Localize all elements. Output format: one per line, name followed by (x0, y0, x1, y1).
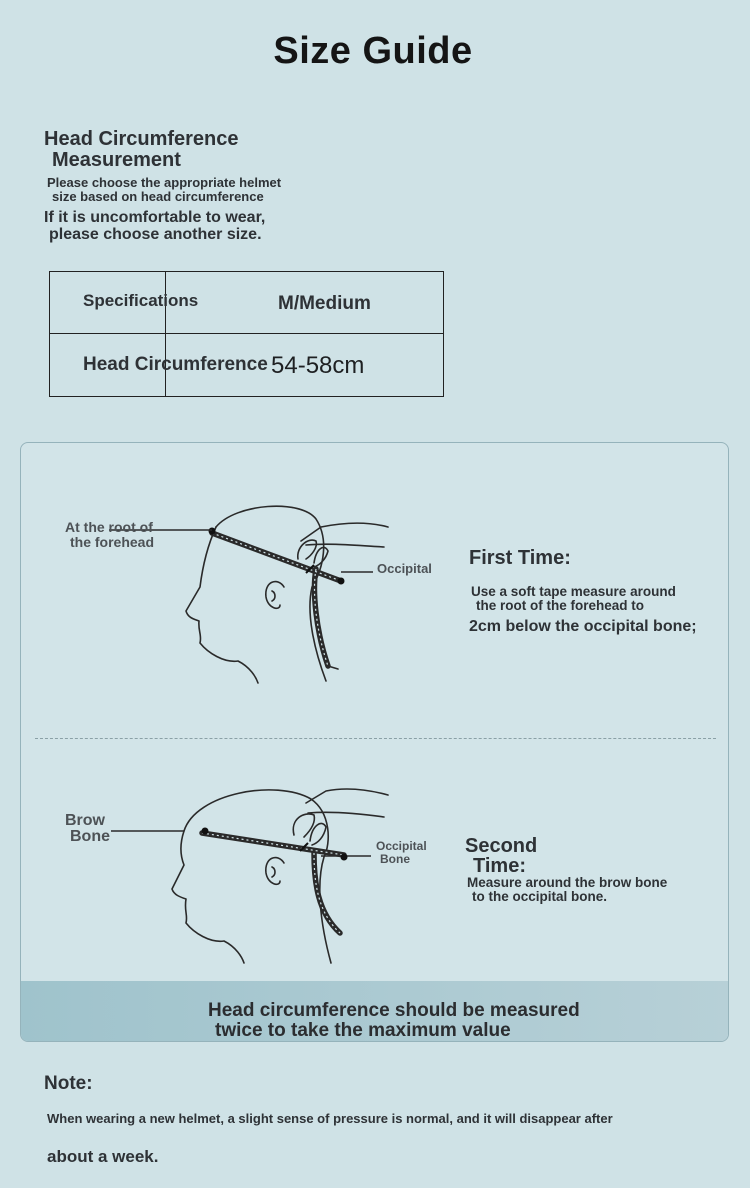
first-time-line3: 2cm below the occipital bone; (469, 618, 697, 635)
second-time-heading-line2: Time: (473, 855, 526, 877)
note-title: Note: (44, 1073, 93, 1094)
second-time-heading: Second Time: (465, 836, 537, 876)
banner-text: Head circumference should be measured tw… (208, 1001, 580, 1041)
comfort-note-line2: please choose another size. (49, 226, 262, 243)
second-time-line1: Measure around the brow bone (467, 875, 668, 890)
head-measure-diagram-2 (171, 788, 389, 964)
head-circumference-title-line2: Measurement (52, 149, 181, 171)
note-text-line2: about a week. (47, 1147, 159, 1166)
label-occipital-bone-line1: Occipital (376, 839, 427, 853)
note-text-line1: When wearing a new helmet, a slight sens… (47, 1111, 613, 1126)
table-column-divider (165, 272, 166, 396)
measurement-tip-banner: Head circumference should be measured tw… (21, 981, 728, 1041)
head-circumference-desc: Please choose the appropriate helmet siz… (47, 176, 281, 204)
head-circumference-title: Head Circumference Measurement (44, 129, 239, 171)
first-time-line2: the root of the forehead to (476, 598, 644, 613)
label-occipital: Occipital (377, 561, 432, 576)
table-cell-spec-label: Specifications (83, 291, 199, 310)
label-brow-bone-line1: Brow (65, 812, 105, 829)
head-circumference-desc-line2: size based on head circumference (52, 189, 264, 204)
label-forehead-root-line2: the forehead (70, 534, 155, 550)
head-circumference-title-line1: Head Circumference (44, 128, 239, 150)
table-cell-circumference-value: 54-58cm (271, 352, 365, 379)
table-cell-circumference-label: Head Circumference (83, 354, 268, 375)
comfort-note-line1: If it is uncomfortable to wear, (44, 209, 266, 226)
section-divider (35, 738, 716, 739)
page-title: Size Guide (273, 30, 473, 72)
first-time-heading: First Time: (469, 547, 571, 569)
spec-table: Specifications M/Medium Head Circumferen… (49, 271, 444, 397)
comfort-note: If it is uncomfortable to wear, please c… (44, 209, 265, 243)
label-occipital-bone: Occipital Bone (376, 840, 427, 866)
label-brow-bone: Brow Bone (65, 813, 110, 845)
head-measure-diagram-1 (185, 505, 389, 684)
second-time-instructions: Measure around the brow bone to the occi… (467, 876, 667, 904)
first-time-line1: Use a soft tape measure around (471, 584, 676, 599)
first-time-instructions: Use a soft tape measure around the root … (471, 585, 676, 613)
table-row-divider (50, 333, 443, 334)
label-occipital-bone-line2: Bone (380, 852, 410, 866)
table-cell-size-value: M/Medium (278, 293, 371, 314)
label-brow-bone-line2: Bone (70, 828, 110, 845)
second-time-line2: to the occipital bone. (472, 889, 608, 904)
measurement-panel: At the root of the forehead Occipital Fi… (20, 442, 729, 1042)
diagram-connector-lines (109, 529, 373, 857)
head-circumference-desc-line1: Please choose the appropriate helmet (47, 175, 282, 190)
second-time-heading-line1: Second (465, 835, 538, 857)
label-forehead-root: At the root of the forehead (65, 520, 154, 550)
label-forehead-root-line1: At the root of (65, 519, 153, 535)
banner-line1: Head circumference should be measured (208, 1000, 580, 1021)
banner-line2: twice to take the maximum value (215, 1020, 511, 1041)
